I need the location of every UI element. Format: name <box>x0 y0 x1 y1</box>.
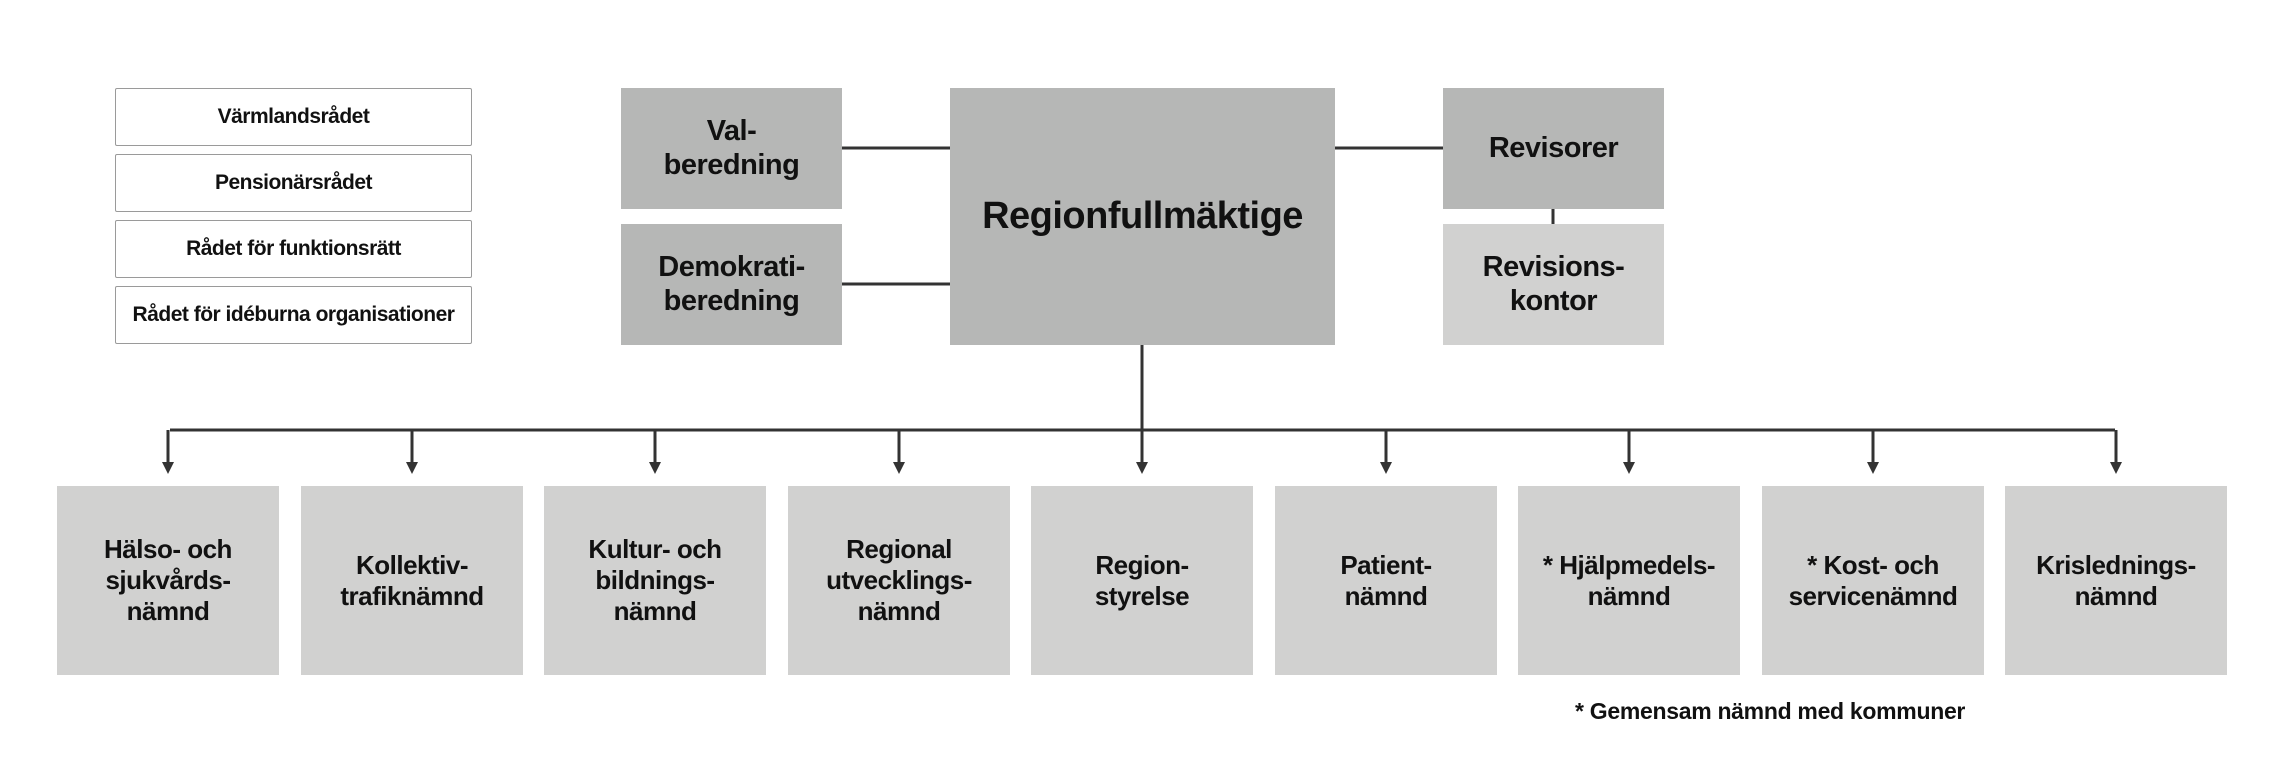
council-varmlandsradet: Värmlandsrådet <box>115 88 472 146</box>
committee-regional-utvecklingsnamnd: Regional utvecklings- nämnd <box>788 486 1010 675</box>
committee-regionstyrelse: Region- styrelse <box>1031 486 1253 675</box>
regionfullmaktige-box: Regionfullmäktige <box>950 88 1335 345</box>
footnote: * Gemensam nämnd med kommuner <box>1575 698 1966 724</box>
arrowhead-kollektiv <box>406 462 418 474</box>
council-funktionsratt: Rådet för funktionsrätt <box>115 220 472 278</box>
council-ideburna: Rådet för idéburna organisationer <box>115 286 472 344</box>
arrowhead-hjalpmedel <box>1623 462 1635 474</box>
demokratiberedning-box: Demokrati- beredning <box>621 224 842 345</box>
arrowhead-krisledning <box>2110 462 2122 474</box>
committee-hjalpmedelsnamnd: * Hjälpmedels- nämnd <box>1518 486 1740 675</box>
committee-krisledningsnamnd: Krislednings- nämnd <box>2005 486 2227 675</box>
revisorer-box: Revisorer <box>1443 88 1664 209</box>
arrowhead-kultur <box>649 462 661 474</box>
committee-kollektivtrafiknamnd: Kollektiv- trafiknämnd <box>301 486 523 675</box>
valberedning-box: Val- beredning <box>621 88 842 209</box>
arrowhead-halso <box>162 462 174 474</box>
arrowhead-regionstyrelse <box>1136 462 1148 474</box>
committee-patientnamnd: Patient- nämnd <box>1275 486 1497 675</box>
committee-halso-och-sjukvardsnamnd: Hälso- och sjukvårds- nämnd <box>57 486 279 675</box>
arrowhead-kost <box>1867 462 1879 474</box>
connector-drops <box>166 430 2118 464</box>
arrowhead-regional <box>893 462 905 474</box>
revisionskontor-box: Revisions- kontor <box>1443 224 1664 345</box>
council-pensionarsradet: Pensionärsrådet <box>115 154 472 212</box>
committee-kost-och-servicenamnd: * Kost- och servicenämnd <box>1762 486 1984 675</box>
arrowheads <box>162 462 2122 474</box>
committee-kultur-och-bildningsnamnd: Kultur- och bildnings- nämnd <box>544 486 766 675</box>
arrowhead-patient <box>1380 462 1392 474</box>
